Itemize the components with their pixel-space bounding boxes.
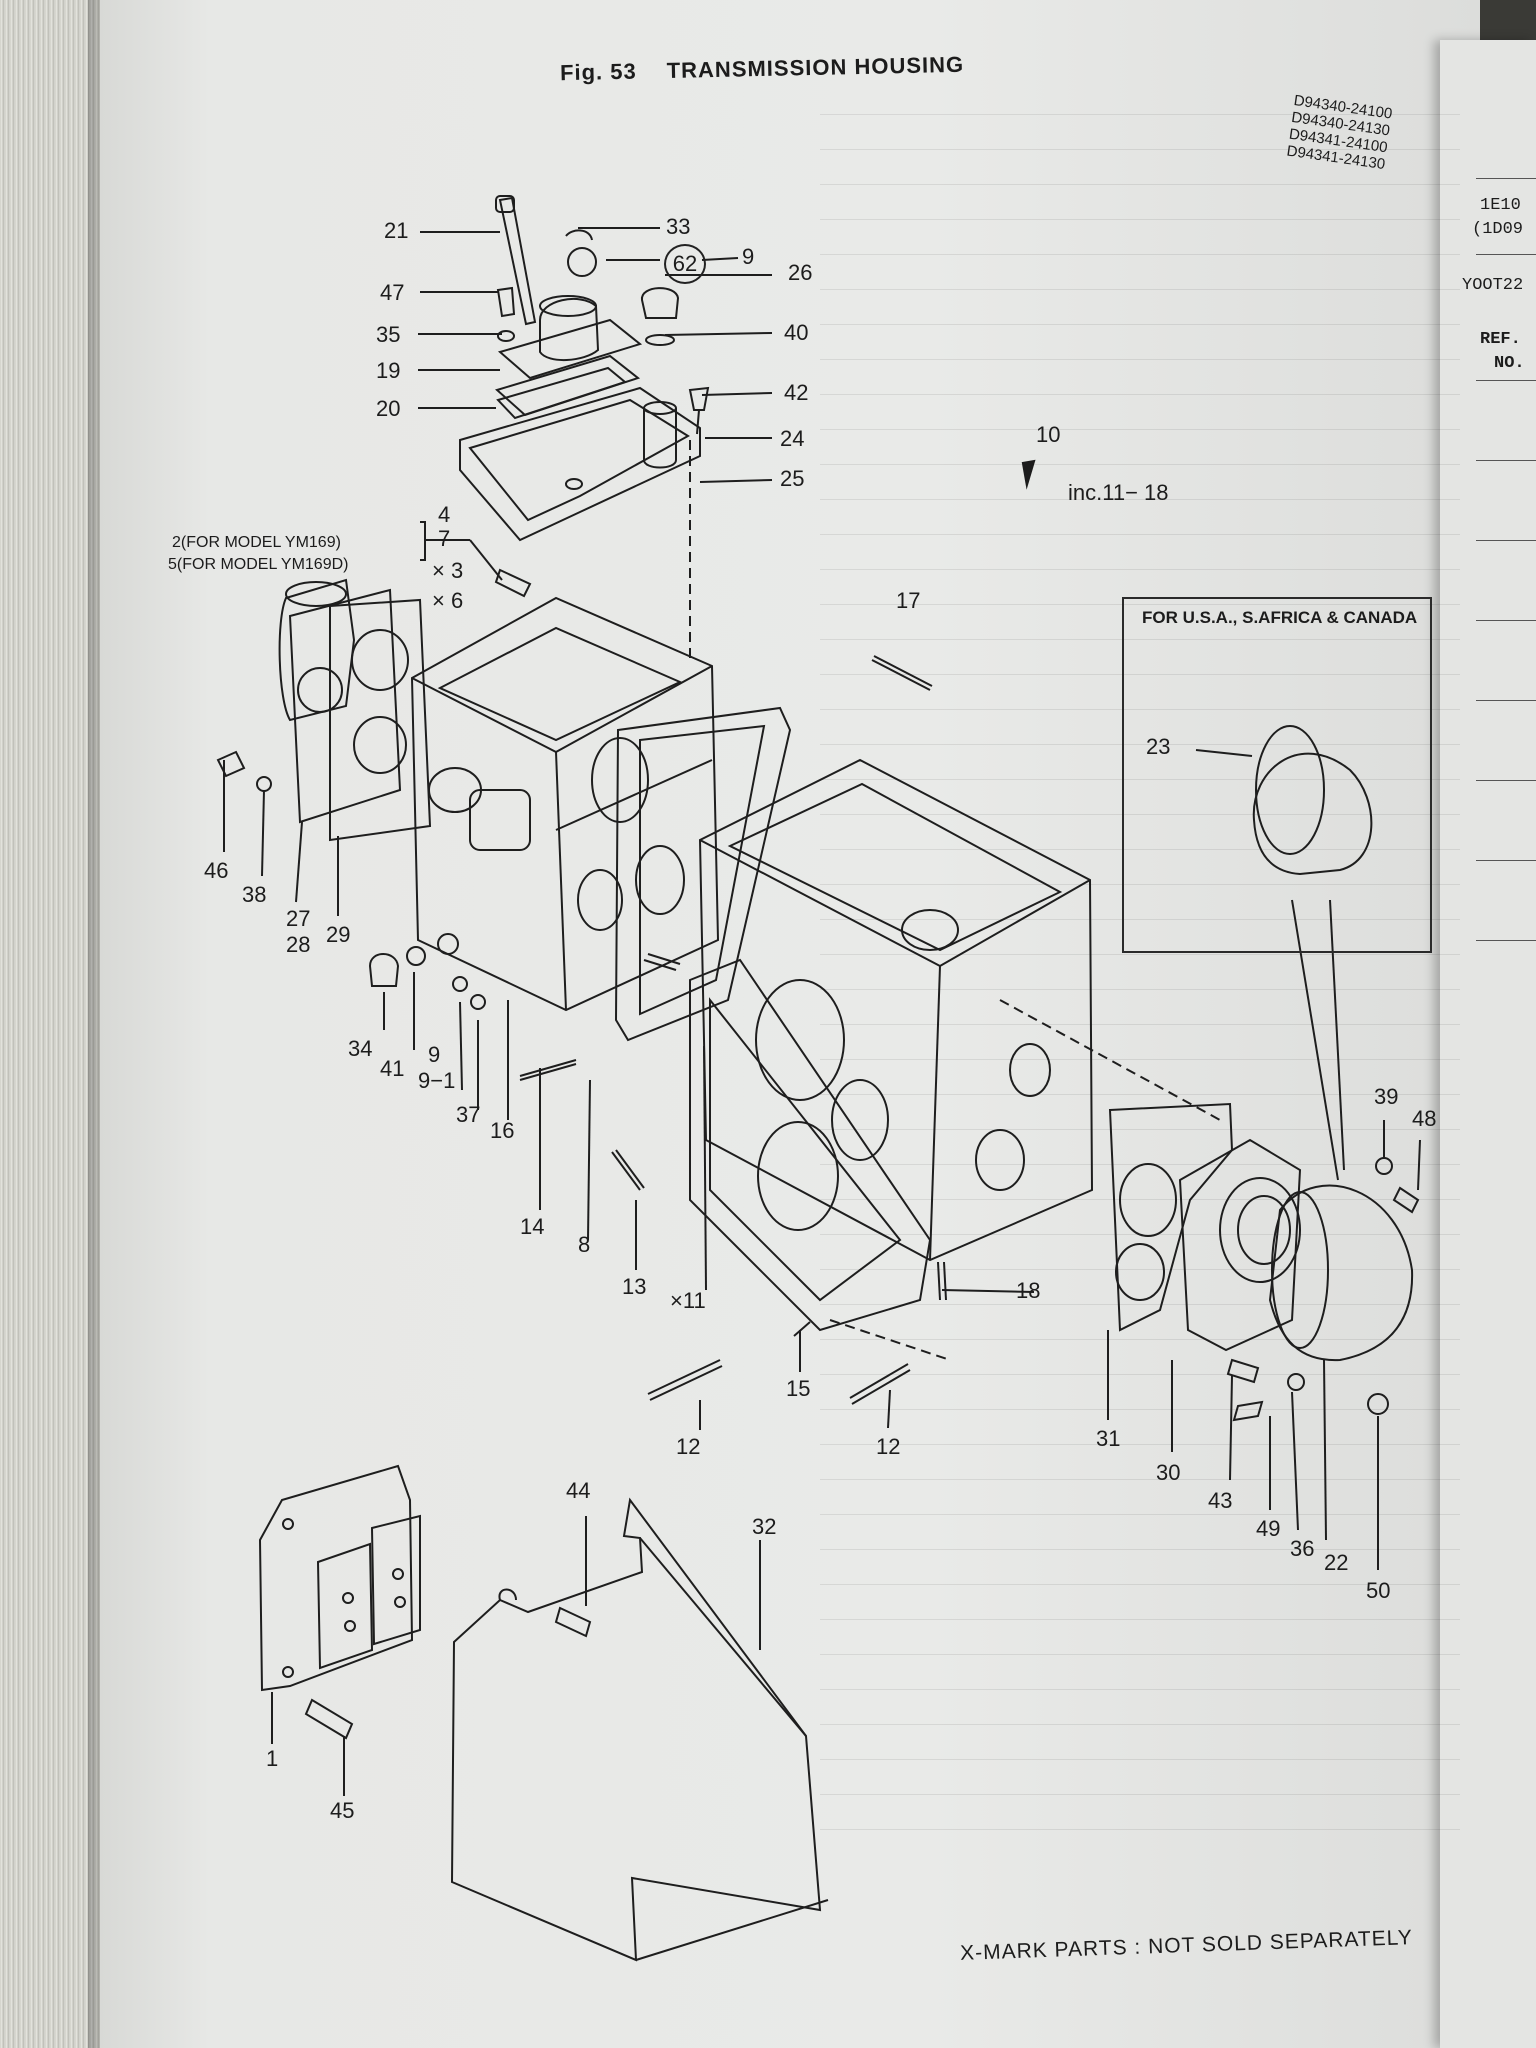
callout-35: 35 — [376, 322, 401, 347]
callout-12-right: 12 — [876, 1434, 901, 1459]
callout-4: 4 — [438, 502, 451, 527]
callout-9: 9 — [428, 1042, 441, 1067]
callout-46: 46 — [204, 858, 229, 883]
right-page-rule — [1476, 860, 1536, 861]
callout-31: 31 — [1096, 1426, 1121, 1451]
callout-36: 36 — [1290, 1536, 1315, 1561]
callout-13: 13 — [622, 1274, 647, 1299]
right-page-ref-label: REF. — [1480, 330, 1521, 349]
callout-33: 33 — [666, 214, 691, 239]
callout-21: 21 — [384, 218, 409, 243]
right-page-rule — [1476, 380, 1536, 381]
callout-17: 17 — [896, 588, 921, 613]
callout-49: 49 — [1256, 1516, 1281, 1541]
model-note-ym169d: 5(FOR MODEL YM169D) — [168, 556, 349, 573]
right-page-rule — [1476, 540, 1536, 541]
callout-x11: ×11 — [670, 1288, 706, 1313]
callout-50: 50 — [1366, 1578, 1391, 1603]
callout-x3: × 3 — [432, 558, 464, 583]
callout-44: 44 — [566, 1478, 591, 1503]
right-page-rule — [1476, 620, 1536, 621]
callout-10: 10 — [1036, 422, 1061, 447]
right-page-rule — [1476, 460, 1536, 461]
right-page-code-1: 1E10 — [1480, 196, 1521, 215]
callout-28: 28 — [286, 932, 311, 957]
callout-includes: inc.11− 18 — [1068, 480, 1169, 505]
callout-30: 30 — [1156, 1460, 1181, 1485]
callout-22: 22 — [1324, 1550, 1349, 1575]
callout-16: 16 — [490, 1118, 515, 1143]
page-stack-edge — [0, 0, 110, 2048]
callout-32: 32 — [752, 1514, 777, 1539]
callout-40: 40 — [784, 320, 809, 345]
catalog-page — [100, 0, 1480, 2048]
callout-25: 25 — [780, 466, 805, 491]
callout-24: 24 — [780, 426, 805, 451]
right-page-rule — [1476, 940, 1536, 941]
callout-41: 41 — [380, 1056, 405, 1081]
callout-x6: × 6 — [432, 588, 464, 613]
callout-8: 8 — [578, 1232, 591, 1257]
right-page-rule — [1476, 254, 1536, 255]
facing-page — [1440, 40, 1536, 2048]
right-page-rule — [1476, 178, 1536, 179]
callout-43: 43 — [1208, 1488, 1233, 1513]
arrow-marker-icon — [1021, 458, 1049, 490]
regional-note-text: FOR U.S.A., S.AFRICA & CANADA — [1142, 608, 1418, 627]
callout-15: 15 — [786, 1376, 811, 1401]
callout-9-1: 9−1 — [418, 1068, 456, 1093]
callout-34: 34 — [348, 1036, 373, 1061]
callout-14: 14 — [520, 1214, 545, 1239]
callout-20: 20 — [376, 396, 401, 421]
callout-12-left: 12 — [676, 1434, 701, 1459]
callout-29: 29 — [326, 922, 351, 947]
right-page-rule — [1476, 700, 1536, 701]
callout-19: 19 — [376, 358, 401, 383]
right-page-code-3: YOOT22 — [1462, 276, 1524, 295]
callout-62-circled: 62 — [664, 244, 706, 284]
callout-42: 42 — [784, 380, 809, 405]
callout-45: 45 — [330, 1798, 355, 1823]
callout-1: 1 — [266, 1746, 279, 1771]
callout-27: 27 — [286, 906, 311, 931]
callout-37: 37 — [456, 1102, 481, 1127]
right-page-code-2: (1D09 — [1472, 220, 1524, 239]
callout-26: 26 — [788, 260, 813, 285]
callout-9-top: 9 — [742, 244, 755, 269]
callout-47: 47 — [380, 280, 405, 305]
callout-48: 48 — [1412, 1106, 1437, 1131]
callout-18: 18 — [1016, 1278, 1041, 1303]
right-page-no-label: NO. — [1494, 354, 1525, 373]
callout-23: 23 — [1146, 734, 1171, 759]
callout-39: 39 — [1374, 1084, 1399, 1109]
right-page-rule — [1476, 780, 1536, 781]
regional-note-box: FOR U.S.A., S.AFRICA & CANADA — [1122, 597, 1432, 953]
callout-38: 38 — [242, 882, 267, 907]
callout-7: 7 — [438, 526, 451, 551]
model-note-ym169: 2(FOR MODEL YM169) — [172, 534, 341, 551]
